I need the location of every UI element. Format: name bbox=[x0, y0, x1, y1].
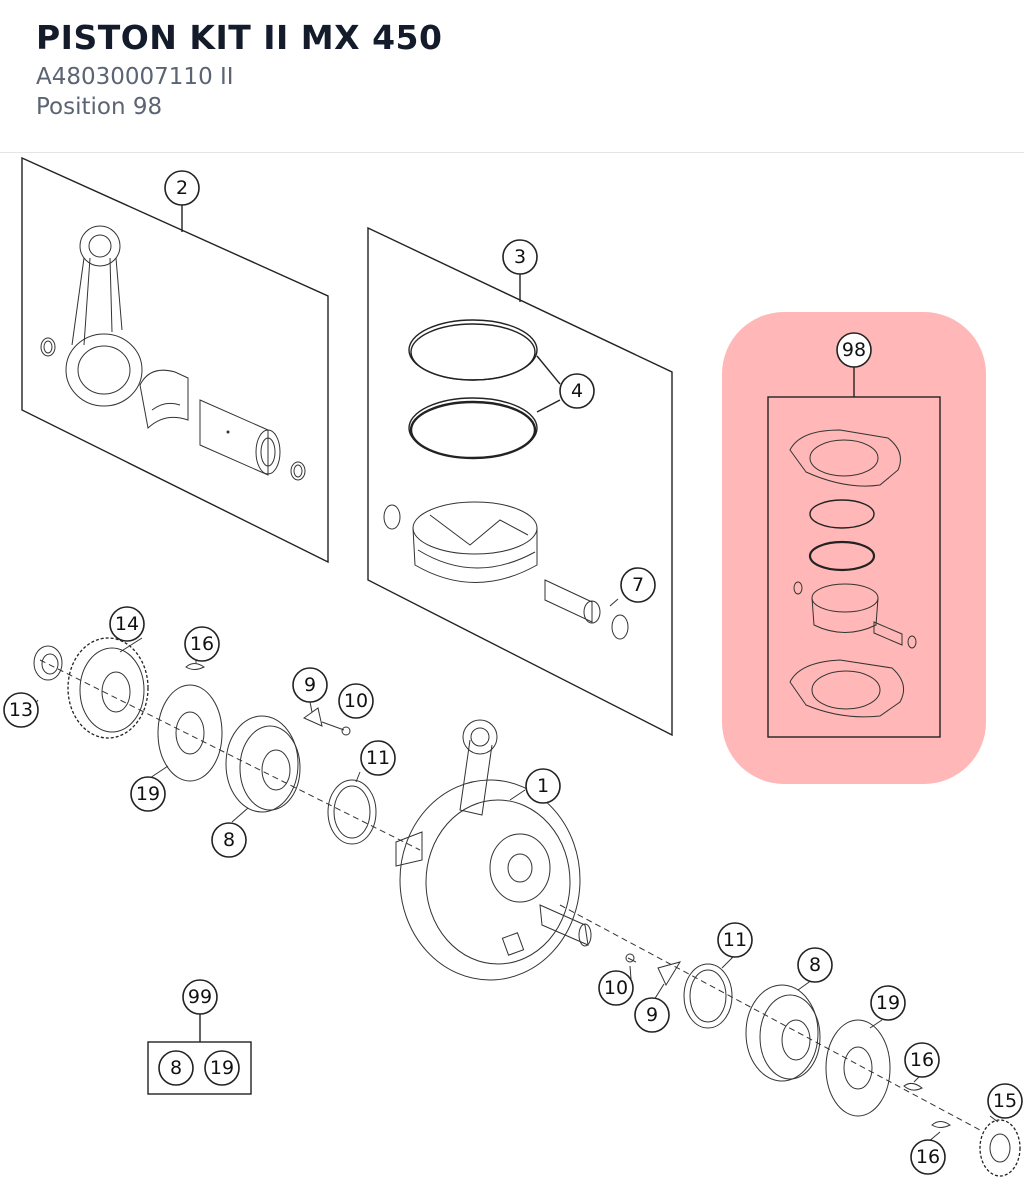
svg-text:16: 16 bbox=[190, 633, 214, 655]
callout-98[interactable]: 98 bbox=[836, 332, 872, 368]
svg-text:8: 8 bbox=[223, 829, 235, 851]
callout-10-right[interactable]: 10 bbox=[598, 970, 634, 1006]
panel-piston bbox=[367, 226, 673, 737]
callout-16-right[interactable]: 16 bbox=[904, 1042, 940, 1078]
callout-2[interactable]: 2 bbox=[164, 170, 200, 206]
callout-19-left[interactable]: 19 bbox=[130, 776, 166, 812]
callout-11-left[interactable]: 11 bbox=[360, 740, 396, 776]
page-title: PISTON KIT II MX 450 bbox=[36, 18, 443, 57]
svg-text:99: 99 bbox=[188, 986, 212, 1008]
callout-16-top[interactable]: 16 bbox=[184, 626, 220, 662]
callout-14[interactable]: 14 bbox=[109, 606, 145, 642]
svg-text:16: 16 bbox=[910, 1049, 934, 1071]
callout-3[interactable]: 3 bbox=[502, 239, 538, 275]
part-number: A48030007110 II bbox=[36, 64, 234, 90]
callout-9-left[interactable]: 9 bbox=[292, 667, 328, 703]
svg-text:8: 8 bbox=[170, 1057, 182, 1079]
svg-text:2: 2 bbox=[176, 177, 188, 199]
svg-text:8: 8 bbox=[809, 954, 821, 976]
svg-text:4: 4 bbox=[571, 380, 583, 402]
callout-99[interactable]: 99 bbox=[182, 979, 218, 1015]
svg-text:98: 98 bbox=[842, 339, 866, 361]
svg-text:16: 16 bbox=[916, 1146, 940, 1168]
callout-8-right[interactable]: 8 bbox=[797, 947, 833, 983]
svg-text:19: 19 bbox=[210, 1057, 234, 1079]
callout-99-item-19[interactable]: 19 bbox=[204, 1050, 240, 1086]
highlight-position-98[interactable] bbox=[722, 312, 986, 784]
svg-text:10: 10 bbox=[344, 690, 368, 712]
callout-15[interactable]: 15 bbox=[987, 1083, 1023, 1119]
callout-13[interactable]: 13 bbox=[3, 692, 39, 728]
crankshaft-assembly bbox=[33, 637, 1021, 1177]
callout-4[interactable]: 4 bbox=[559, 373, 595, 409]
svg-text:15: 15 bbox=[993, 1090, 1017, 1112]
callout-16-bottom[interactable]: 16 bbox=[910, 1139, 946, 1175]
callout-1[interactable]: 1 bbox=[525, 768, 561, 804]
callout-8-left[interactable]: 8 bbox=[211, 822, 247, 858]
position-label: Position 98 bbox=[36, 94, 163, 120]
svg-text:13: 13 bbox=[9, 699, 33, 721]
svg-text:14: 14 bbox=[115, 613, 139, 635]
callout-7[interactable]: 7 bbox=[620, 567, 656, 603]
callout-10-left[interactable]: 10 bbox=[338, 683, 374, 719]
callout-11-right[interactable]: 11 bbox=[717, 922, 753, 958]
svg-text:9: 9 bbox=[646, 1004, 658, 1026]
svg-text:9: 9 bbox=[304, 674, 316, 696]
svg-text:11: 11 bbox=[723, 929, 747, 951]
svg-text:3: 3 bbox=[514, 246, 526, 268]
svg-text:19: 19 bbox=[136, 783, 160, 805]
page-header: PISTON KIT II MX 450 A48030007110 II Pos… bbox=[0, 0, 1024, 153]
callout-99-item-8[interactable]: 8 bbox=[158, 1050, 194, 1086]
svg-text:10: 10 bbox=[604, 977, 628, 999]
callout-19-right[interactable]: 19 bbox=[870, 985, 906, 1021]
panel-connecting-rod bbox=[21, 156, 329, 564]
svg-text:7: 7 bbox=[632, 574, 644, 596]
set-99-box bbox=[147, 1014, 252, 1095]
panel-piston-kit-98[interactable] bbox=[767, 367, 941, 738]
callout-9-right[interactable]: 9 bbox=[634, 997, 670, 1033]
svg-text:1: 1 bbox=[537, 775, 549, 797]
svg-text:19: 19 bbox=[876, 992, 900, 1014]
exploded-parts-diagram: 2 3 4 7 98 14 16 13 9 10 11 19 8 1 11 8 … bbox=[3, 156, 1023, 1177]
svg-text:11: 11 bbox=[366, 747, 390, 769]
